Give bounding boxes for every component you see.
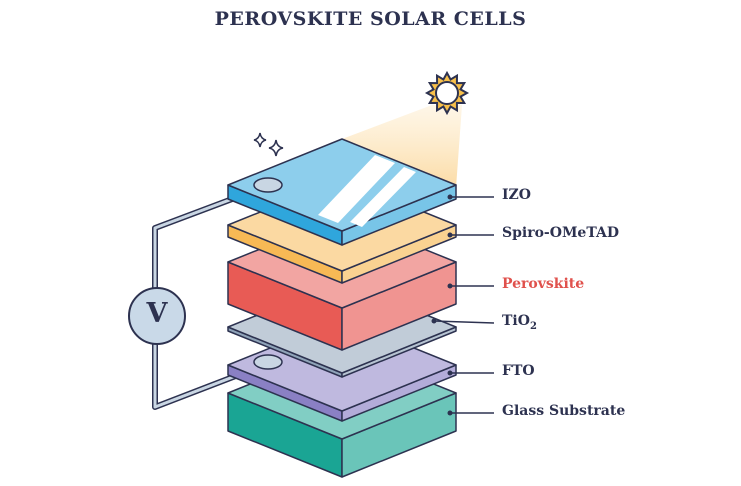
layer-label: Perovskite (502, 276, 584, 292)
layer-label: Spiro-OMeTAD (502, 225, 619, 241)
glare-stripe (318, 155, 395, 223)
layer-label-text: Glass Substrate (502, 403, 626, 419)
glare-stripe (350, 167, 416, 227)
layer-label-subscript: 2 (529, 320, 537, 332)
layer-label-text: Perovskite (502, 276, 585, 292)
electrode-contact (253, 354, 283, 370)
layer-label-text: Spiro-OMeTAD (502, 225, 619, 241)
layer-label: FTO (502, 363, 535, 379)
sun-icon (424, 70, 470, 116)
layer-label: TiO2 (502, 313, 537, 332)
layer-label-text: FTO (502, 363, 535, 379)
electrode-contact (253, 177, 283, 193)
leader-line (433, 320, 495, 324)
layer-top-face (227, 138, 457, 232)
layer-izo (227, 138, 494, 246)
layer-label: IZO (502, 187, 531, 203)
voltmeter-icon (128, 287, 186, 345)
diagram-title: PEROVSKITE SOLAR CELLS (214, 8, 527, 30)
voltmeter-label: V (146, 298, 168, 329)
layer-label-text: IZO (502, 187, 531, 203)
light-beam (342, 105, 462, 188)
sparkle-icon (253, 132, 284, 157)
layer-label: Glass Substrate (502, 403, 625, 419)
layer-label-text: TiO (502, 313, 530, 329)
